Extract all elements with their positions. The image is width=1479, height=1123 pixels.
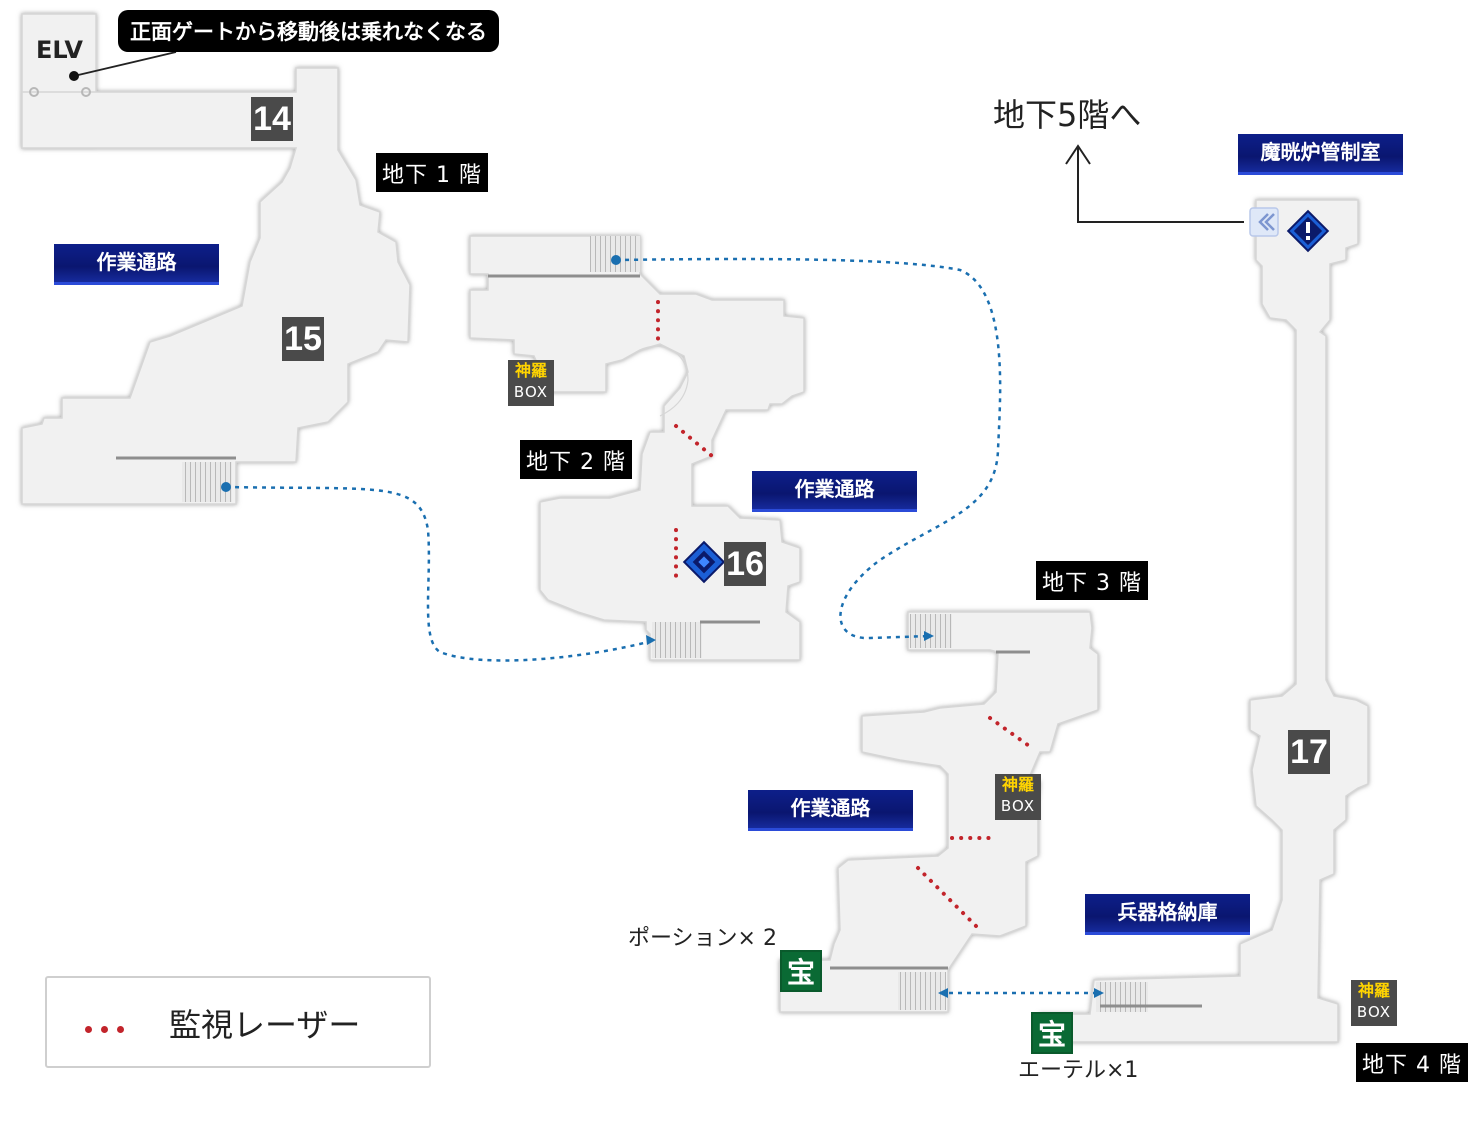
area-label-work-passage-2: 作業通路 [752, 471, 917, 512]
route-paths [225, 257, 1100, 995]
stairways [116, 236, 1202, 1012]
shinra-box-bottom: BOX [513, 383, 549, 401]
elevator-label: ELV [36, 36, 83, 64]
marker-14: 14 [251, 97, 293, 141]
shinra-box-bottom: BOX [1356, 1003, 1392, 1021]
area-label-work-passage-1: 作業通路 [54, 244, 219, 285]
alert-point-icon [1286, 209, 1330, 253]
shinra-box-b2: 神羅 BOX [508, 360, 554, 406]
floor-label-b4: 地下 4 階 [1356, 1043, 1468, 1082]
marker-15: 15 [282, 317, 324, 361]
save-point-icon [682, 540, 726, 584]
floor-b2-rooms [469, 235, 805, 661]
area-label-work-passage-3: 作業通路 [748, 790, 913, 831]
elevator-note-callout: 正面ゲートから移動後は乗れなくなる [118, 10, 499, 52]
area-label-weapon-storage: 兵器格納庫 [1085, 894, 1250, 935]
treasure-chest-potion: 宝 [780, 950, 822, 992]
marker-17: 17 [1288, 730, 1330, 774]
shinra-box-b3: 神羅 BOX [995, 774, 1041, 820]
exit-arrow [1065, 144, 1244, 223]
laser-legend-icon [85, 1018, 133, 1037]
floor-label-b3: 地下 3 階 [1036, 561, 1148, 600]
shinra-box-top: 神羅 [1357, 981, 1390, 1000]
marker-16: 16 [724, 542, 766, 586]
shinra-box-top: 神羅 [514, 361, 547, 380]
elevator-callout-pointer [69, 51, 177, 81]
item-label-potion: ポーション× 2 [628, 926, 777, 951]
door-chevron-icon [1249, 207, 1279, 237]
floor-label-b1: 地下 1 階 [376, 153, 488, 192]
floor-label-b2: 地下 2 階 [520, 440, 632, 479]
shinra-box-bottom: BOX [1000, 797, 1036, 815]
area-label-reactor-control: 魔晄炉管制室 [1238, 134, 1403, 175]
treasure-chest-ether: 宝 [1031, 1012, 1073, 1054]
shinra-box-b4: 神羅 BOX [1351, 980, 1397, 1026]
surveillance-lasers [656, 300, 1034, 932]
route-endpoints [221, 255, 1104, 998]
floor-b1-rooms [21, 13, 411, 505]
item-label-ether: エーテル×1 [1018, 1058, 1139, 1083]
elevator-door-marks [29, 87, 91, 97]
map-legend: 監視レーザー [45, 976, 431, 1068]
shinra-box-top: 神羅 [1001, 775, 1034, 794]
exit-label-b5: 地下5階へ [993, 96, 1142, 134]
legend-label-laser: 監視レーザー [169, 1006, 361, 1044]
